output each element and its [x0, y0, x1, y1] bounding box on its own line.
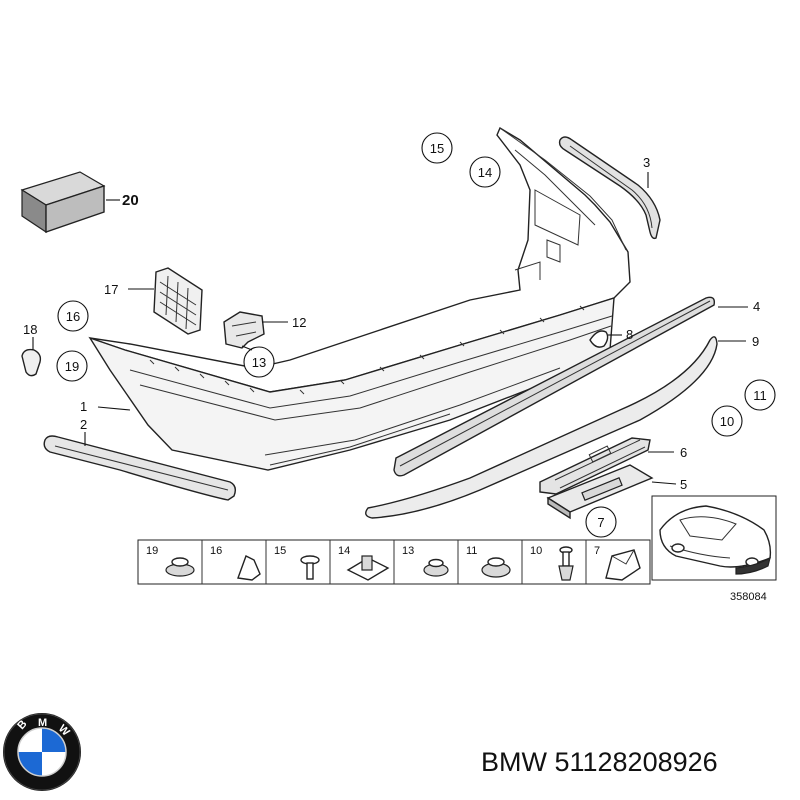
part-9-lower-strip — [365, 336, 718, 519]
strip-part-7-clip — [605, 549, 641, 581]
part-2-trim-strip — [43, 435, 237, 501]
callout-19: 19 — [65, 359, 79, 374]
callout-18: 18 — [23, 322, 37, 337]
callout-10: 10 — [720, 414, 734, 429]
callout-17: 17 — [104, 282, 118, 297]
callout-1: 1 — [80, 399, 87, 414]
strip-part-19-nut — [165, 557, 195, 577]
callout-12: 12 — [292, 315, 306, 330]
callout-3: 3 — [643, 155, 650, 170]
strip-label-14: 14 — [338, 545, 350, 557]
part-4-trim-strip — [393, 296, 716, 477]
callout-7: 7 — [597, 515, 604, 530]
circle-10: 10 — [711, 405, 743, 437]
strip-part-11-nut — [481, 557, 511, 578]
callout-20: 20 — [122, 192, 139, 209]
part-number-caption: BMW 51128208926 — [481, 747, 718, 777]
callout-13: 13 — [252, 355, 266, 370]
circle-11: 11 — [744, 379, 776, 411]
part-18-clip — [21, 348, 42, 377]
circle-13: 13 — [243, 346, 275, 378]
part-17-grille — [153, 267, 203, 335]
part-6-bracket — [539, 437, 651, 495]
strip-label-19: 19 — [146, 545, 158, 557]
callout-15: 15 — [430, 141, 444, 156]
leader-1 — [97, 406, 131, 411]
callout-8: 8 — [626, 327, 633, 342]
part-3-side-strip — [558, 136, 661, 240]
leader-13 — [241, 345, 253, 351]
circle-15: 15 — [421, 132, 453, 164]
small-parts-strip: 19 16 15 14 13 11 10 7 — [137, 539, 651, 585]
strip-part-15-screw — [300, 555, 320, 580]
callout-2: 2 — [80, 417, 87, 432]
car-thumbnail — [651, 495, 777, 581]
callout-14: 14 — [478, 165, 492, 180]
bmw-logo: B M W — [3, 713, 81, 791]
strip-part-16-bracket — [237, 555, 261, 581]
drawing-number: 358084 — [730, 591, 767, 603]
strip-label-11: 11 — [466, 545, 477, 557]
circle-19: 19 — [56, 350, 88, 382]
strip-label-13: 13 — [402, 545, 414, 557]
callout-5: 5 — [680, 477, 687, 492]
callout-6: 6 — [680, 445, 687, 460]
strip-label-7: 7 — [594, 545, 600, 557]
part-8-clip — [589, 330, 609, 348]
strip-part-14-clip — [346, 555, 390, 581]
callout-9: 9 — [752, 334, 759, 349]
part-20-box — [20, 171, 106, 234]
strip-part-13-nut — [423, 558, 449, 577]
circle-16: 16 — [57, 300, 89, 332]
strip-label-10: 10 — [530, 545, 542, 557]
leader-5 — [651, 481, 677, 485]
callout-11: 11 — [753, 388, 767, 403]
circle-7: 7 — [585, 506, 617, 538]
part-5-license-bracket — [546, 464, 654, 520]
part-1-bumper — [88, 126, 631, 471]
part-12-mount — [223, 311, 265, 349]
svg-text:M: M — [38, 717, 47, 729]
callout-16: 16 — [66, 309, 80, 324]
callout-4: 4 — [753, 299, 760, 314]
strip-part-10-pin — [558, 546, 574, 581]
strip-label-15: 15 — [274, 545, 286, 557]
circle-14: 14 — [469, 156, 501, 188]
strip-label-16: 16 — [210, 545, 222, 557]
